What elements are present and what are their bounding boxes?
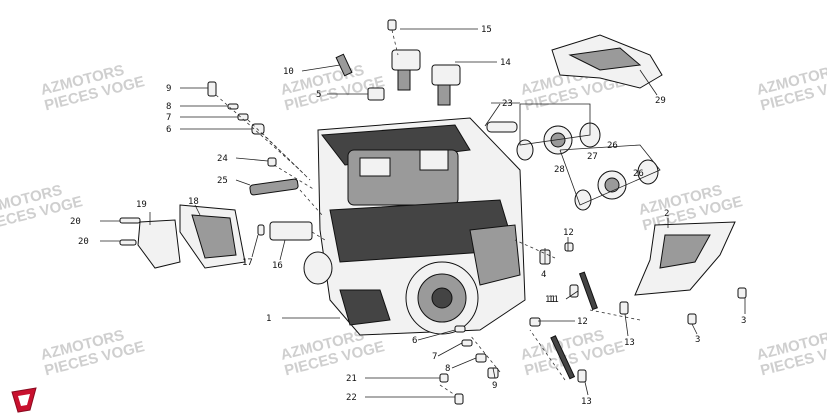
part-labels: 15 14 10 5 9 8 7 6 24 25 23 26 28 27 26 … [70, 25, 746, 407]
part-label-28: 28 [554, 165, 565, 175]
part-label-22: 22 [346, 393, 357, 403]
part-label-1: 1 [266, 314, 271, 324]
part-label-13: 13 [624, 338, 635, 348]
part-label-3: 3 [695, 335, 700, 345]
part-label-3: 3 [741, 316, 746, 326]
part-label-24: 24 [217, 154, 228, 164]
ignition-coils[interactable] [391, 49, 461, 106]
part-label-6: 6 [166, 125, 171, 135]
assembly-dashed-lines [215, 29, 641, 396]
part-label-2: 2 [664, 209, 669, 219]
part-label-13: 13 [581, 397, 592, 407]
part-label-7: 7 [432, 352, 437, 362]
part-label-16: 16 [272, 261, 283, 271]
part-label-4: 4 [541, 270, 546, 280]
part-label-7: 7 [166, 113, 171, 123]
part-label-21: 21 [346, 374, 357, 384]
part-label-8: 8 [166, 102, 171, 112]
engine-assembly[interactable] [303, 117, 526, 336]
part-label-6: 6 [412, 336, 417, 346]
bolts[interactable] [119, 19, 747, 405]
part-label-14: 14 [500, 58, 511, 68]
part-label-26: 26 [633, 169, 644, 179]
side-cover-part[interactable] [634, 221, 736, 296]
part-label-9: 9 [166, 84, 171, 94]
part-label-25: 25 [217, 176, 228, 186]
part-label-18: 18 [188, 197, 199, 207]
part-label-17: 17 [242, 258, 253, 268]
part-label-10: 10 [283, 67, 294, 77]
part-label-12: 12 [577, 317, 588, 327]
part-label-9: 9 [492, 381, 497, 391]
part-label-11: 11 [545, 295, 556, 305]
regulator-rectifier[interactable] [137, 204, 246, 269]
part-label-5: 5 [316, 90, 321, 100]
part-label-29: 29 [655, 96, 666, 106]
part-label-19: 19 [136, 200, 147, 210]
hoses-and-clamps[interactable] [486, 121, 659, 211]
part-label-23: 23 [502, 99, 513, 109]
part-label-15: 15 [481, 25, 492, 35]
leader-lines [100, 28, 746, 398]
part-label-20: 20 [70, 217, 81, 227]
part-label-8: 8 [445, 364, 450, 374]
top-cover-part[interactable] [551, 34, 663, 89]
part-label-27: 27 [587, 152, 598, 162]
part-label-26: 26 [607, 141, 618, 151]
azmotors-shield-icon [11, 387, 37, 413]
part-label-20: 20 [78, 237, 89, 247]
connector-and-bracket[interactable] [249, 178, 313, 241]
part-label-11: 11 [548, 295, 559, 305]
part-label-12: 12 [563, 228, 574, 238]
